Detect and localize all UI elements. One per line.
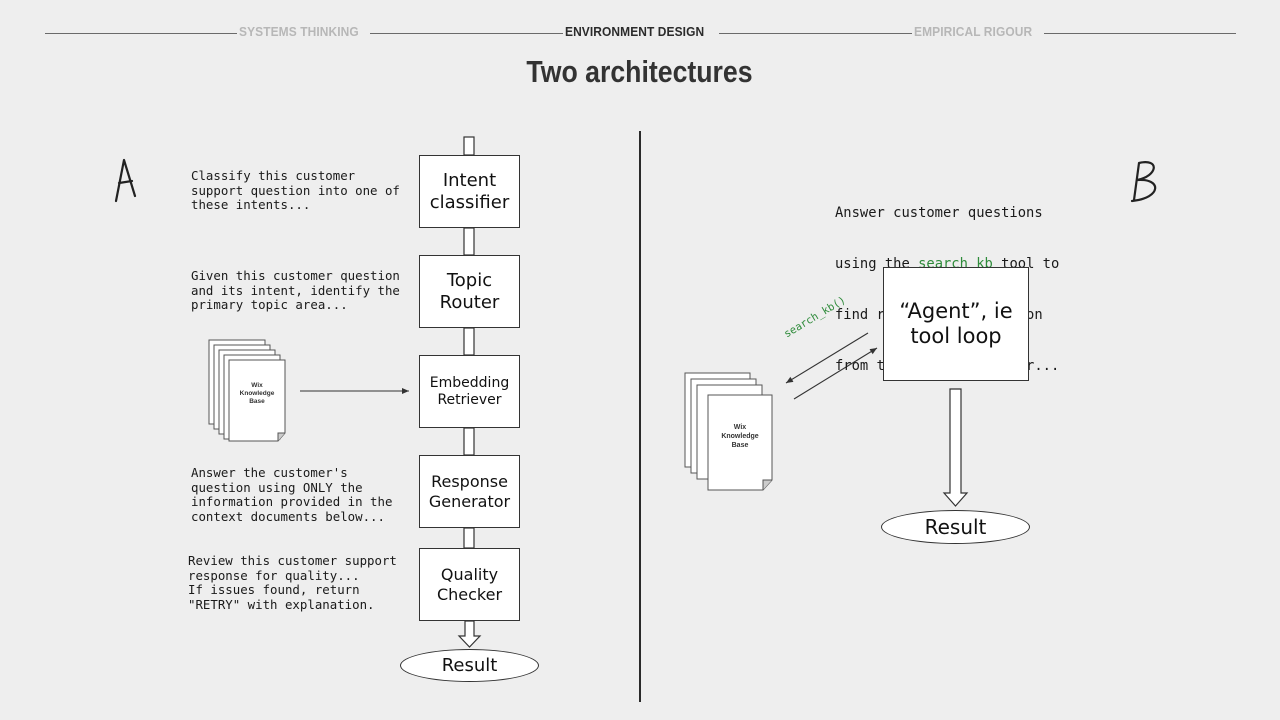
agent-tool-loop-box[interactable]: “Agent”, ie tool loop [883, 267, 1029, 381]
knowledge-base-stack-a [208, 339, 286, 442]
prompt-topic-router: Given this customer question and its int… [191, 268, 400, 313]
nav-rule [370, 33, 563, 34]
nav-item-systems-thinking[interactable]: SYSTEMS THINKING [239, 24, 359, 39]
prompt-response-generator: Answer the customer's question using ONL… [191, 465, 393, 524]
letter-b-glyph [1130, 161, 1157, 203]
knowledge-base-stack-b [684, 372, 773, 491]
slide-title: Two architectures [526, 54, 754, 89]
pipeline-pipe-top [463, 136, 475, 156]
result-a[interactable]: Result [400, 649, 539, 682]
nav-rule [719, 33, 912, 34]
kb-label-a: Wix Knowledge Base [239, 382, 275, 405]
kb-to-agent-arrow [793, 347, 878, 400]
result-b[interactable]: Result [881, 510, 1030, 544]
pipeline-pipe-2 [463, 327, 475, 356]
nav-item-environment-design[interactable]: ENVIRONMENT DESIGN [565, 24, 705, 39]
stage-topic-router[interactable]: Topic Router [419, 255, 520, 328]
pipeline-pipe-3 [463, 427, 475, 456]
agent-output-arrow [942, 388, 969, 507]
letter-a-glyph [114, 158, 137, 203]
prompt-intent-classifier: Classify this customer support question … [191, 168, 400, 213]
stage-embedding-retriever[interactable]: Embedding Retriever [419, 355, 520, 428]
pipeline-pipe-4 [463, 527, 475, 549]
stage-intent-classifier[interactable]: Intent classifier [419, 155, 520, 228]
agent-to-kb-arrow [785, 332, 869, 384]
stage-response-generator[interactable]: Response Generator [419, 455, 520, 528]
panel-divider [639, 131, 641, 702]
prompt-quality-checker: Review this customer support response fo… [188, 553, 397, 612]
pipeline-pipe-1 [463, 227, 475, 256]
nav-rule [45, 33, 237, 34]
stage-quality-checker[interactable]: Quality Checker [419, 548, 520, 621]
nav-rule [1044, 33, 1236, 34]
kb-label-b: Wix Knowledge Base [721, 424, 759, 449]
pipeline-output-arrow [457, 620, 482, 648]
nav-item-empirical-rigour[interactable]: EMPIRICAL RIGOUR [914, 24, 1033, 39]
